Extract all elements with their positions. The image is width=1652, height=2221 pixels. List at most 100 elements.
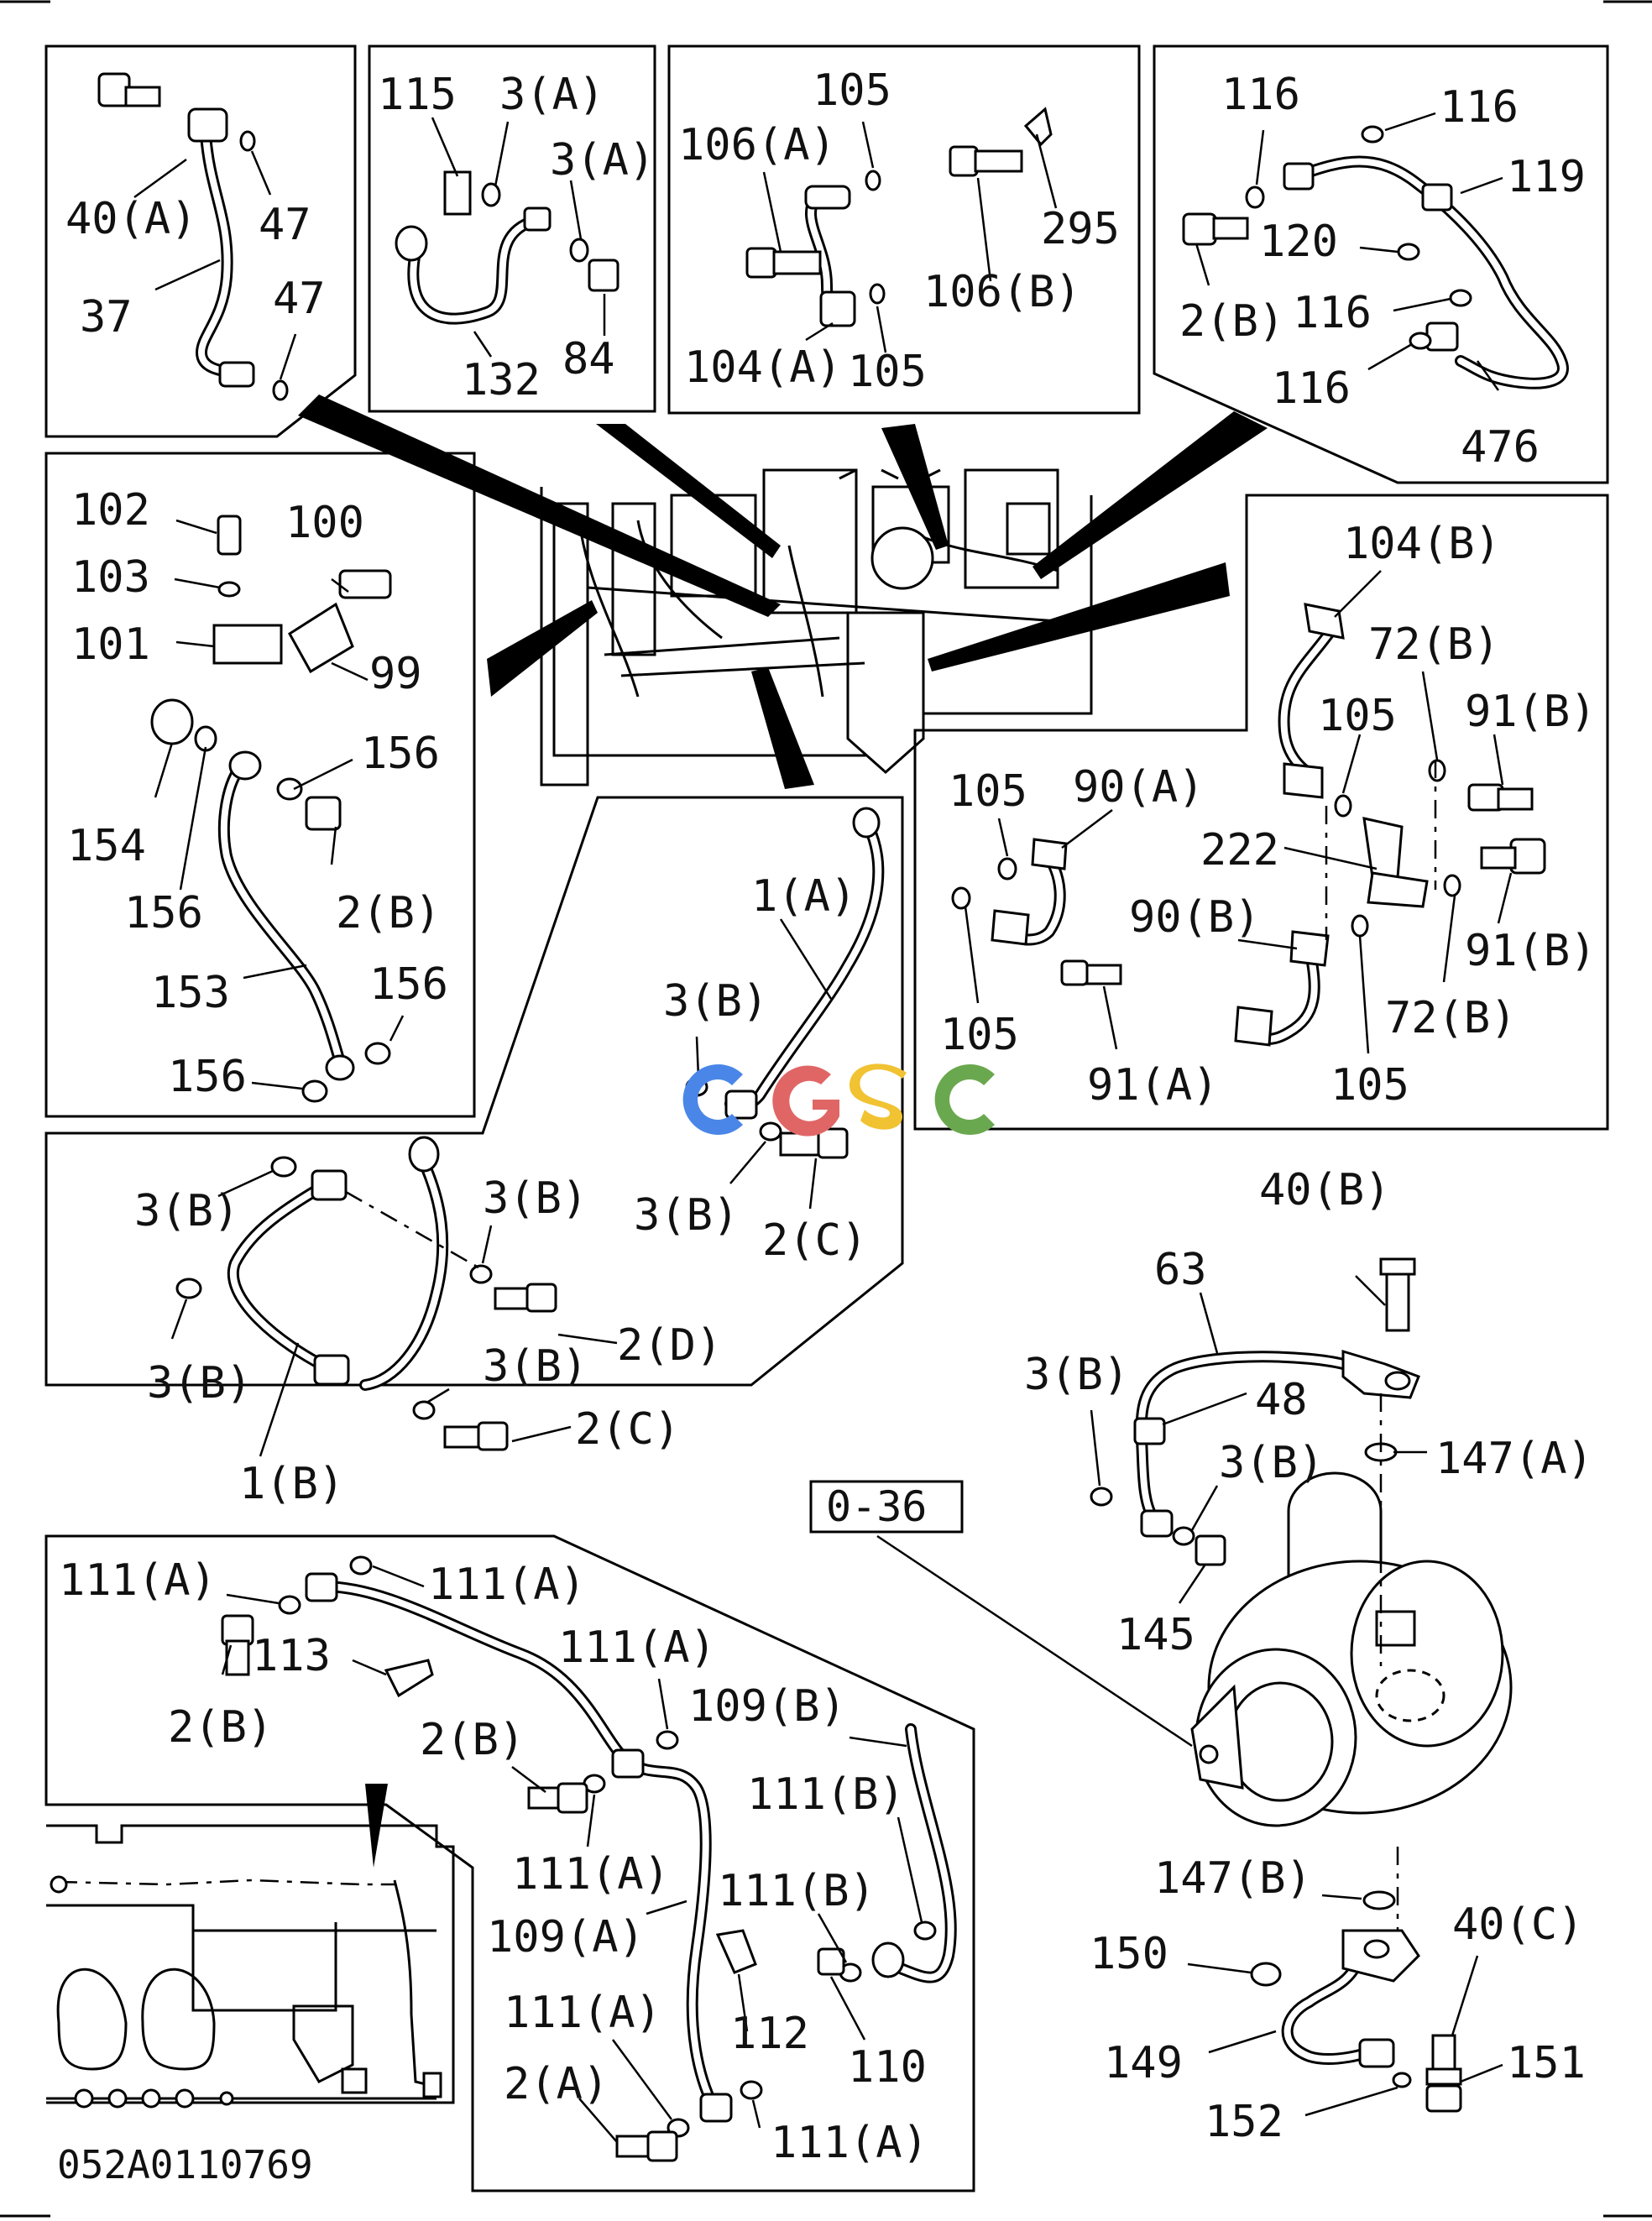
panel-oil-pipe-37: 40(A) 47 37 47	[44, 44, 357, 438]
callout-72b: 72(B)	[1368, 619, 1500, 670]
callout-40a: 40(A)	[65, 194, 197, 244]
callout-112: 112	[730, 2009, 809, 2059]
callout-3b-p8: 3(B)	[134, 1186, 239, 1236]
callout-105-p6c: 105	[940, 1010, 1019, 1060]
callout-116: 116	[1221, 70, 1300, 120]
callout-105: 105	[813, 65, 891, 116]
callout-40b: 40(B)	[1259, 1165, 1391, 1215]
callout-153: 153	[151, 968, 230, 1018]
callout-100: 100	[285, 498, 364, 548]
callout-84: 84	[562, 334, 615, 384]
callout-151: 151	[1507, 2038, 1586, 2088]
panel-pipe-476: 116 116 119 120 2(B) 116 116 476	[1153, 44, 1609, 484]
callout-2d: 2(D)	[617, 1320, 722, 1371]
callout-102: 102	[71, 485, 150, 536]
callout-156d: 156	[168, 1052, 247, 1102]
callout-40c: 40(C)	[1452, 1900, 1584, 1950]
callout-116b: 116	[1440, 82, 1519, 133]
callout-47: 47	[259, 200, 311, 250]
callout-152: 152	[1205, 2097, 1283, 2147]
callout-105-p6d: 105	[1330, 1060, 1409, 1110]
panel-pipe-1b: 3(B) 3(B) 3(B) 2(D) 3(B) 2(C) 1(B)	[134, 1136, 722, 1509]
callout-111a-5: 111(A)	[504, 1988, 661, 2038]
callout-101: 101	[71, 619, 150, 670]
callout-106b: 106(B)	[923, 267, 1081, 317]
callout-156: 156	[361, 729, 440, 779]
callout-111a-3: 111(A)	[558, 1623, 716, 1673]
callout-295: 295	[1041, 204, 1120, 254]
drawing-id: 052A0110769	[57, 2142, 313, 2187]
panel-pipes-90: 104(B) 72(B) 105 91(B) 105 90(A) 222 90(…	[913, 494, 1609, 1131]
callout-113: 113	[252, 1631, 331, 1681]
callout-91a: 91(A)	[1087, 1060, 1219, 1110]
callout-111a-6: 111(A)	[771, 2118, 928, 2168]
callout-2c-p7: 2(C)	[762, 1215, 867, 1266]
panel-pipes-109: 111(A) 111(A) 113 111(A) 2(B) 109(B) 2(B…	[44, 1534, 975, 2192]
callout-145: 145	[1116, 1610, 1195, 1660]
callout-2a: 2(A)	[504, 2059, 609, 2109]
callout-37: 37	[80, 292, 133, 342]
callout-104b: 104(B)	[1343, 519, 1501, 569]
callout-2b-p5: 2(B)	[336, 888, 441, 938]
callout-115: 115	[378, 70, 457, 120]
callout-3a: 3(A)	[499, 70, 604, 120]
callout-3b-p8d: 3(B)	[483, 1341, 588, 1392]
panel-pipe-1a: 1(A) 3(B) 3(B) 2(C)	[44, 796, 904, 1387]
cgsc-watermark	[682, 1063, 995, 1137]
callout-147b: 147(B)	[1154, 1853, 1312, 1904]
callout-149: 149	[1104, 2038, 1183, 2088]
callout-109a: 109(A)	[487, 1912, 645, 1962]
callout-222: 222	[1200, 825, 1279, 875]
callout-2c-p8: 2(C)	[575, 1404, 680, 1455]
callout-120: 120	[1259, 217, 1338, 267]
callout-105-p6b: 105	[949, 766, 1027, 817]
callout-109b: 109(B)	[688, 1681, 846, 1732]
callout-154: 154	[67, 821, 146, 871]
callout-99: 99	[369, 649, 422, 699]
panel-turbocharger: 0-36	[809, 1165, 1593, 2147]
callout-3b-p9b: 3(B)	[1219, 1438, 1324, 1488]
callout-476: 476	[1461, 422, 1540, 473]
panel-pipe-104a: 105 106(A) 295 106(B) 104(A) 105	[667, 44, 1141, 415]
callout-105-p6: 105	[1318, 691, 1397, 741]
callout-105b: 105	[848, 347, 927, 397]
callout-2b-p10: 2(B)	[168, 1702, 273, 1753]
callout-150: 150	[1090, 1929, 1168, 1979]
callout-111b-2: 111(B)	[718, 1866, 876, 1916]
callout-91b: 91(B)	[1465, 687, 1597, 737]
callout-1a: 1(A)	[751, 871, 856, 922]
callout-3b-p7b: 3(B)	[634, 1190, 739, 1241]
callout-119: 119	[1507, 152, 1586, 202]
callout-104a: 104(A)	[684, 342, 842, 393]
panel-pipe-153: 102 100 103 101 99 156 154 156 2(B) 153 …	[44, 452, 476, 1118]
callout-90a: 90(A)	[1073, 762, 1205, 813]
reference-label: 0-36	[826, 1482, 927, 1531]
callout-2b-p10b: 2(B)	[420, 1715, 525, 1765]
callout-47b: 47	[273, 274, 326, 324]
callout-111a-4: 111(A)	[512, 1849, 670, 1900]
callout-132: 132	[462, 355, 541, 405]
callout-111b: 111(B)	[747, 1769, 905, 1820]
callout-91b-2: 91(B)	[1465, 926, 1597, 976]
callout-48: 48	[1255, 1375, 1308, 1425]
callout-147a: 147(A)	[1435, 1434, 1593, 1484]
pointer-wedges	[298, 395, 1268, 1868]
callout-2b: 2(B)	[1179, 296, 1284, 347]
callout-90b: 90(B)	[1129, 892, 1261, 943]
callout-3a-2: 3(A)	[550, 135, 655, 186]
callout-1b: 1(B)	[239, 1459, 344, 1509]
engine-block-detail	[46, 1824, 455, 2109]
callout-110: 110	[848, 2042, 927, 2093]
callout-156c: 156	[369, 959, 448, 1010]
callout-3b-p8c: 3(B)	[147, 1358, 252, 1408]
callout-116c: 116	[1293, 288, 1372, 338]
reference-box	[809, 1480, 964, 1534]
callout-3b-p8b: 3(B)	[483, 1173, 588, 1224]
callout-103: 103	[71, 552, 150, 603]
callout-116d: 116	[1272, 363, 1351, 414]
callout-72b-2: 72(B)	[1385, 993, 1517, 1043]
callout-63: 63	[1154, 1245, 1207, 1295]
callout-3b-p7: 3(B)	[663, 976, 768, 1027]
